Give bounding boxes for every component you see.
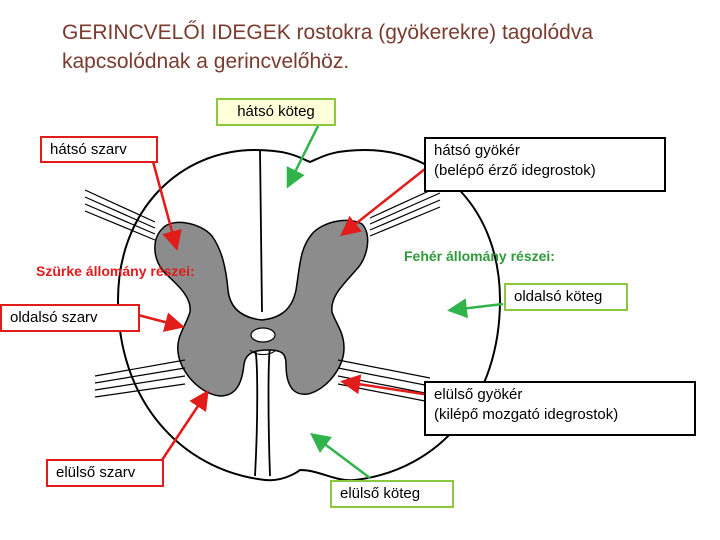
label-elulso-gyoker: elülső gyökér (kilépő mozgató idegrostok… [424, 381, 696, 436]
label-hatso-gyoker-line1: hátsó gyökér [434, 142, 520, 159]
title-line-2: kapcsolódnak a gerincvelőhöz. [62, 50, 350, 73]
label-elulso-gyoker-line2: (kilépő mozgató idegrostok) [434, 406, 619, 423]
label-hatso-gyoker: hátsó gyökér (belépő érző idegrostok) [424, 137, 666, 192]
label-oldalso-koteg: oldalsó köteg [504, 283, 628, 311]
title-line-1: GERINCVELŐI IDEGEK rostokra (gyökerekre)… [62, 21, 594, 44]
label-oldalso-koteg-text: oldalsó köteg [514, 288, 603, 305]
arrow-oldalso-koteg [447, 298, 504, 319]
label-hatso-szarv-text: hátsó szarv [50, 141, 127, 158]
label-oldalso-szarv-text: oldalsó szarv [10, 309, 98, 326]
arrow-hatso-koteg [286, 125, 320, 189]
label-hatso-gyoker-line2: (belépő érző idegrostok) [434, 162, 596, 179]
central-canal [250, 327, 276, 343]
left-dorsal-root [84, 189, 156, 241]
heading-feher-allomany: Fehér állomány részei: [404, 248, 555, 264]
arrow-hatso-gyoker [340, 164, 431, 237]
label-hatso-koteg: hátsó köteg [216, 98, 336, 126]
label-hatso-koteg-text: hátsó köteg [237, 103, 315, 120]
left-ventral-root [94, 359, 186, 398]
label-oldalso-szarv: oldalsó szarv [0, 304, 140, 332]
heading-szurke-allomany: Szürke állomány részei: [36, 263, 195, 279]
arrow-oldalso-szarv [137, 312, 185, 332]
arrow-elulso-koteg [310, 433, 371, 479]
label-hatso-szarv: hátsó szarv [40, 136, 158, 163]
arrow-elulso-szarv [160, 389, 209, 461]
gray-matter [154, 219, 369, 397]
arrow-hatso-szarv [150, 157, 182, 251]
label-elulso-gyoker-line1: elülső gyökér [434, 386, 523, 403]
heading-feher-allomany-text: Fehér állomány részei: [404, 248, 555, 264]
label-elulso-szarv-text: elülső szarv [56, 464, 136, 481]
arrow-elulso-gyoker [340, 374, 431, 397]
posterior-median-septum [259, 149, 263, 313]
label-elulso-koteg-text: elülső köteg [340, 485, 421, 502]
label-elulso-szarv: elülső szarv [46, 459, 164, 487]
heading-szurke-allomany-text: Szürke állomány részei: [36, 263, 195, 279]
page-title: GERINCVELŐI IDEGEK rostokra (gyökerekre)… [62, 18, 702, 76]
label-elulso-koteg: elülső köteg [330, 480, 454, 508]
